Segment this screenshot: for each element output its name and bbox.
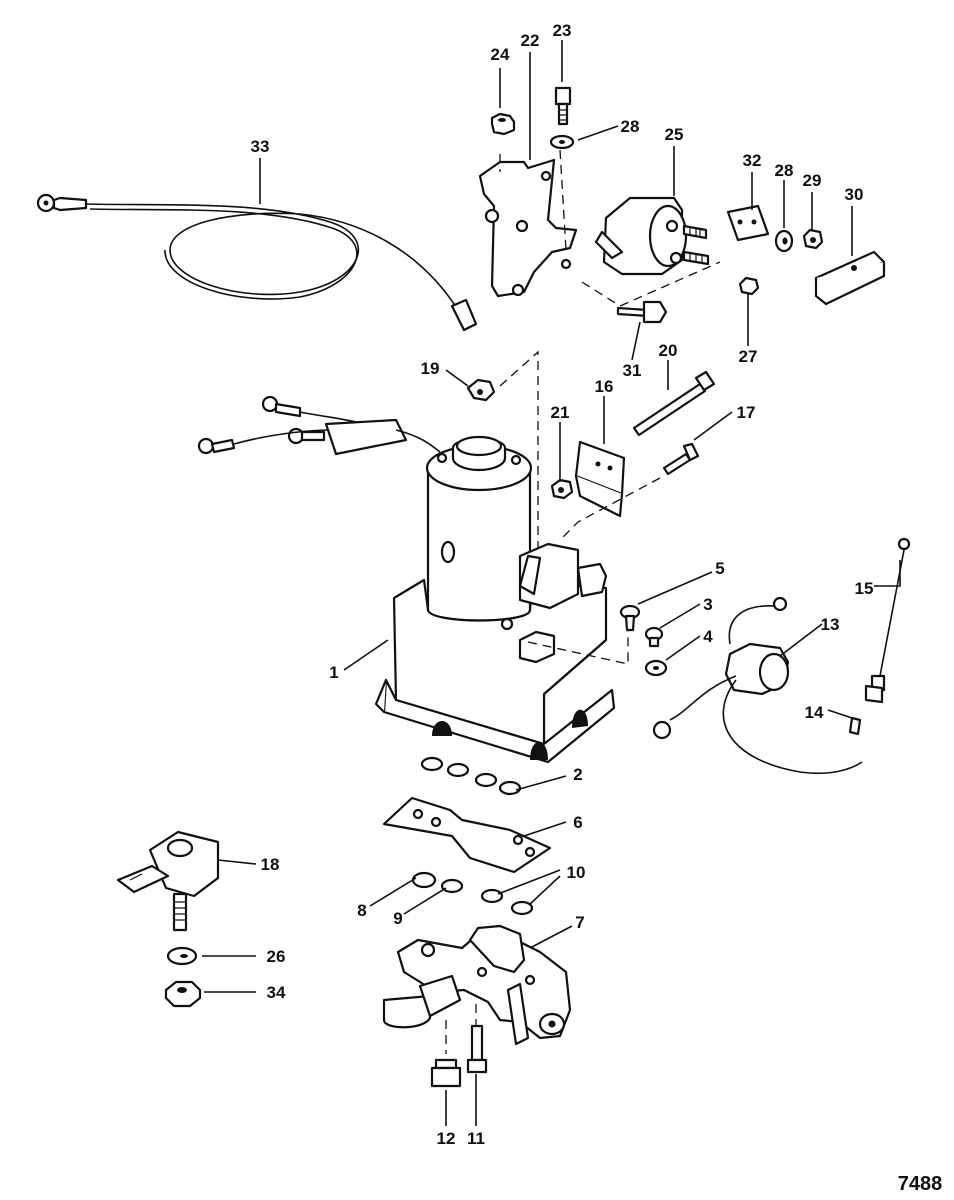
callout-20: 20 xyxy=(659,341,678,360)
part-23-screw xyxy=(554,86,572,126)
callout-28-right: 28 xyxy=(775,161,794,180)
callout-29: 29 xyxy=(803,171,822,190)
part-11-screw xyxy=(466,1024,488,1074)
callout-28-upper: 28 xyxy=(621,117,640,136)
part-3-screw xyxy=(644,626,664,648)
part-6-gasket-plate xyxy=(382,796,552,874)
callout-26: 26 xyxy=(267,947,286,966)
callout-31: 31 xyxy=(623,361,642,380)
callout-17: 17 xyxy=(737,403,756,422)
part-31-bolt xyxy=(616,300,668,324)
callout-25: 25 xyxy=(665,125,684,144)
callout-32: 32 xyxy=(743,151,762,170)
callout-labels: 24 22 23 28 25 32 28 29 30 33 31 27 19 2… xyxy=(251,21,943,1195)
part-34-nut xyxy=(164,980,202,1008)
callout-15: 15 xyxy=(855,579,874,598)
part-7-valve-manifold xyxy=(382,924,572,1046)
callout-9: 9 xyxy=(393,909,402,928)
part-14-connector-sleeve xyxy=(848,716,862,736)
part-8-o-ring xyxy=(411,871,437,889)
callout-18: 18 xyxy=(261,855,280,874)
part-18-terminal-stud xyxy=(116,830,220,932)
callout-2: 2 xyxy=(573,765,582,784)
callout-7: 7 xyxy=(575,913,584,932)
figure-number: 7488 xyxy=(898,1173,943,1195)
part-12-plug xyxy=(430,1058,462,1088)
part-19-nut xyxy=(466,378,496,402)
part-26-washer xyxy=(166,946,198,966)
callout-23: 23 xyxy=(553,21,572,40)
part-30-terminal-cover xyxy=(814,250,886,306)
callout-19: 19 xyxy=(421,359,440,378)
callout-34: 34 xyxy=(267,983,286,1002)
callout-13: 13 xyxy=(821,615,840,634)
callout-5: 5 xyxy=(715,559,724,578)
part-22-mounting-bracket xyxy=(478,149,578,298)
callout-11: 11 xyxy=(467,1129,485,1148)
callout-24: 24 xyxy=(491,45,510,64)
callout-4: 4 xyxy=(703,627,713,646)
leader-lines xyxy=(202,40,901,1126)
callout-10: 10 xyxy=(567,863,586,882)
callout-30: 30 xyxy=(845,185,864,204)
callout-16: 16 xyxy=(595,377,614,396)
part-28-lock-washer xyxy=(774,229,794,253)
part-4-washer xyxy=(644,659,668,677)
callout-21: 21 xyxy=(551,403,570,422)
callout-27: 27 xyxy=(739,347,758,366)
part-20-long-bolt xyxy=(632,370,716,437)
motor-lead-wires xyxy=(197,395,441,456)
callout-22: 22 xyxy=(521,31,540,50)
callout-8: 8 xyxy=(357,901,366,920)
callout-12: 12 xyxy=(437,1129,456,1148)
callout-3: 3 xyxy=(703,595,712,614)
part-10-o-rings xyxy=(480,888,534,916)
part-15-wire-lead xyxy=(864,537,911,704)
part-28-washer-upper xyxy=(549,134,575,150)
part-29-nut xyxy=(802,228,824,250)
callout-1: 1 xyxy=(329,663,338,682)
callout-6: 6 xyxy=(573,813,582,832)
part-13-trim-sender xyxy=(652,596,863,775)
part-21-nut xyxy=(550,478,574,500)
callout-33: 33 xyxy=(251,137,270,156)
part-32-link-plate xyxy=(726,204,770,242)
part-16-bracket-plate xyxy=(574,440,626,518)
part-2-o-rings xyxy=(420,756,522,796)
part-9-o-ring xyxy=(440,878,464,894)
part-25-solenoid xyxy=(594,196,710,276)
part-33-wire-lead xyxy=(36,193,478,332)
part-17-bolt xyxy=(662,442,700,476)
part-24-nut xyxy=(490,112,516,136)
part-1-pump-motor-assembly xyxy=(374,435,616,764)
part-5-screw xyxy=(619,604,641,632)
callout-14: 14 xyxy=(805,703,824,722)
part-27-nut xyxy=(738,276,760,296)
